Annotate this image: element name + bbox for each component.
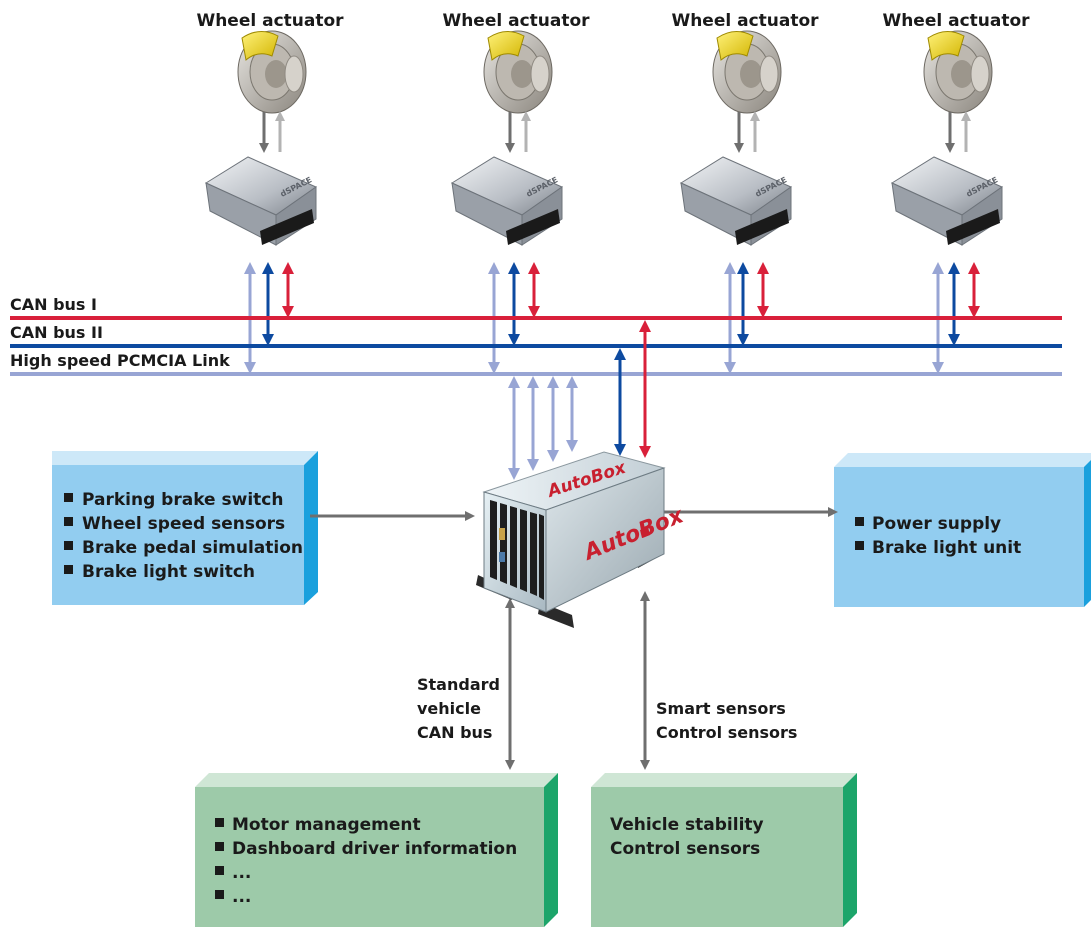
- brake-disc-icon: [237, 30, 307, 114]
- bullet-icon: [64, 493, 73, 502]
- ecu-module-icon: dSPACE: [679, 156, 793, 246]
- inputs-box-face: [52, 465, 304, 605]
- vehicle-can-item: Motor management: [232, 815, 421, 835]
- smart-sensors-label: Smart sensors: [656, 699, 786, 718]
- autobox-bus-links: [508, 320, 651, 480]
- inputs-item: Brake pedal simulation: [82, 538, 303, 558]
- wheel-actuator-title: Wheel actuator: [442, 11, 590, 31]
- bullet-icon: [64, 517, 73, 526]
- inputs-item: Wheel speed sensors: [82, 514, 285, 534]
- wheel-unit-4: Wheel actuator dSPACE: [882, 11, 1030, 374]
- bullet-icon: [855, 541, 864, 550]
- wheel-unit-1: Wheel actuator dSPACE: [196, 11, 344, 374]
- outputs-item: Power supply: [872, 514, 1001, 534]
- standard-can-label: Standard: [417, 675, 500, 694]
- standard-can-label: vehicle: [417, 699, 481, 718]
- inputs-item: Parking brake switch: [82, 490, 283, 510]
- wheel-unit-3: Wheel actuator dSPACE: [671, 11, 819, 374]
- vehicle-can-devices-box-face: [195, 787, 544, 927]
- outputs-box-face: [834, 467, 1084, 607]
- ecu-module-icon: dSPACE: [204, 156, 318, 246]
- io-arrows: Standard vehicle CAN bus Smart sensors C…: [310, 507, 838, 770]
- brake-disc-icon: [712, 30, 782, 114]
- autobox-slots: [490, 500, 544, 600]
- bullet-icon: [855, 517, 864, 526]
- caliper-icon: [487, 31, 525, 61]
- bullet-icon: [215, 818, 224, 827]
- inputs-box: Parking brake switch Wheel speed sensors…: [52, 451, 318, 605]
- bus-lines: CAN bus I CAN bus II High speed PCMCIA L…: [10, 295, 1062, 376]
- vehicle-can-item: ...: [232, 863, 251, 883]
- inputs-item: Brake light switch: [82, 562, 255, 582]
- vehicle-can-item: ...: [232, 887, 251, 907]
- ecu-module-icon: dSPACE: [890, 156, 1004, 246]
- outputs-item: Brake light unit: [872, 538, 1021, 558]
- bullet-icon: [215, 842, 224, 851]
- sensors-box-line: Control sensors: [610, 839, 760, 859]
- sensors-box: Vehicle stability Control sensors: [591, 773, 857, 927]
- wheel-actuator-title: Wheel actuator: [196, 11, 344, 31]
- wheel-unit-2: Wheel actuator dSPACE: [442, 11, 590, 374]
- autobox-side: [545, 467, 665, 613]
- vehicle-can-item: Dashboard driver information: [232, 839, 517, 859]
- bullet-icon: [64, 565, 73, 574]
- standard-can-label: CAN bus: [417, 723, 492, 742]
- sensors-box-line: Vehicle stability: [610, 815, 764, 835]
- can-bus-2-label: CAN bus II: [10, 323, 103, 342]
- inputs-list: Parking brake switch Wheel speed sensors…: [64, 490, 303, 582]
- dspace-logo-icon: [640, 527, 650, 538]
- caliper-icon: [927, 31, 965, 61]
- vehicle-can-devices-box: Motor management Dashboard driver inform…: [195, 773, 558, 927]
- brake-disc-icon: [483, 30, 553, 114]
- sensors-box-face: [591, 787, 843, 927]
- ecu-module-icon: dSPACE: [450, 156, 564, 246]
- caliper-icon: [716, 31, 754, 61]
- bullet-icon: [215, 866, 224, 875]
- autobox-device: AutoBox AutoBox: [476, 451, 688, 628]
- caliper-icon: [241, 31, 279, 61]
- outputs-box: Power supply Brake light unit: [834, 453, 1091, 607]
- brake-disc-icon: [923, 30, 993, 114]
- pcmcia-link-label: High speed PCMCIA Link: [10, 351, 230, 370]
- wheel-actuator-title: Wheel actuator: [671, 11, 819, 31]
- can-bus-1-label: CAN bus I: [10, 295, 97, 314]
- smart-sensors-label: Control sensors: [656, 723, 797, 742]
- bullet-icon: [64, 541, 73, 550]
- wheel-actuator-units: Wheel actuator dSPACE Wheel actuator dSPACE…: [196, 11, 1030, 374]
- wheel-actuator-title: Wheel actuator: [882, 11, 1030, 31]
- bullet-icon: [215, 890, 224, 899]
